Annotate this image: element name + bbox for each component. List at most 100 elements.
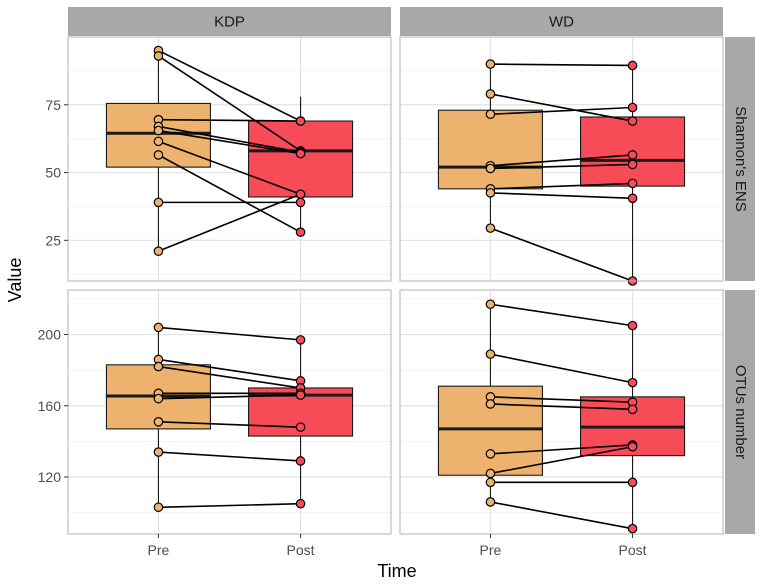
panel-kdp-otus-number bbox=[67, 289, 392, 535]
panel-kdp-shannon-s-ens-point-pre-2 bbox=[153, 51, 164, 61]
panel-wd-shannon-s-ens-box-pre bbox=[437, 109, 543, 190]
x-tick-label-kdp-pre: Pre bbox=[148, 542, 170, 558]
strip-kdp bbox=[68, 7, 391, 36]
strip-shannon-s-ens bbox=[725, 37, 755, 281]
panel-wd-otus-number-point-pre-6 bbox=[485, 468, 496, 479]
panel-kdp-shannon-s-ens-box-post bbox=[248, 120, 354, 198]
strip-label-wd: WD bbox=[549, 14, 574, 31]
panel-kdp-shannon-s-ens-point-post-5 bbox=[295, 148, 306, 159]
strip-label-otus-number: OTUs number bbox=[732, 365, 749, 459]
y-tick-label-shannon-s-ens-50: 50 bbox=[45, 165, 61, 181]
panel-kdp-shannon-s-ens-point-pre-5 bbox=[153, 125, 164, 136]
panel-wd-shannon-s-ens-pair-line-7 bbox=[490, 192, 633, 200]
y-axis-title: Value bbox=[5, 258, 25, 303]
panel-wd-shannon-s-ens-point-pre-1 bbox=[485, 59, 496, 69]
x-tick-label-wd-post: Post bbox=[619, 542, 647, 558]
panel-wd-otus-number-point-pre-8 bbox=[485, 497, 496, 507]
panel-wd-shannon-s-ens-pair-line-5 bbox=[490, 163, 633, 170]
panel-kdp-shannon-s-ens-pair-line-4 bbox=[158, 125, 301, 154]
panel-wd-otus-number-point-post-1 bbox=[627, 320, 638, 331]
panel-kdp-shannon-s-ens bbox=[67, 36, 392, 282]
y-tick-label-otus-number-120: 120 bbox=[38, 469, 62, 485]
panel-wd-shannon-s-ens-pair-line-1 bbox=[490, 63, 633, 67]
panel-wd-otus-number-point-post-8 bbox=[627, 523, 638, 534]
panel-wd-shannon-s-ens-point-post-6 bbox=[627, 178, 638, 189]
panel-wd-otus-number-point-pre-1 bbox=[485, 299, 496, 310]
panel-kdp-shannon-s-ens-pair-line-6 bbox=[158, 140, 301, 195]
panel-kdp-shannon-s-ens-pair-line-1 bbox=[158, 49, 301, 122]
panel-kdp-otus-number-pair-line-2 bbox=[158, 358, 301, 382]
panel-kdp-otus-number-pair-line-1 bbox=[158, 326, 301, 341]
panel-wd-shannon-s-ens-pair-line-4 bbox=[490, 154, 633, 167]
panel-kdp-otus-number-point-pre-5 bbox=[153, 393, 164, 404]
y-tick-label-otus-number-160: 160 bbox=[38, 398, 62, 414]
panel-wd-otus-number-pair-line-6 bbox=[490, 445, 633, 475]
panel-kdp-otus-number-point-pre-3 bbox=[153, 361, 164, 372]
panel-wd-shannon-s-ens-point-post-2 bbox=[627, 116, 638, 126]
panel-kdp-shannon-s-ens-point-post-9 bbox=[295, 189, 306, 200]
panel-wd-shannon-s-ens bbox=[399, 36, 724, 286]
panel-kdp-shannon-s-ens-point-pre-9 bbox=[153, 246, 164, 256]
panel-wd-otus-number-point-post-7 bbox=[627, 477, 638, 488]
panel-kdp-shannon-s-ens-point-post-7 bbox=[295, 227, 306, 237]
panel-wd-shannon-s-ens-border bbox=[399, 36, 724, 282]
panel-wd-otus-number-point-pre-7 bbox=[485, 477, 496, 488]
panel-kdp-otus-number-pair-line-7 bbox=[158, 451, 301, 462]
panel-kdp-otus-number-point-post-6 bbox=[295, 422, 306, 432]
panel-wd-otus-number-point-pre-4 bbox=[485, 399, 496, 409]
x-axis-title: Time bbox=[377, 561, 416, 581]
panel-wd-otus-number-border bbox=[399, 289, 724, 535]
x-tick-label-kdp-post: Post bbox=[287, 542, 315, 558]
panel-kdp-otus-number-pair-line-5 bbox=[158, 394, 301, 400]
panel-kdp-otus-number-point-pre-7 bbox=[153, 447, 164, 457]
panel-wd-shannon-s-ens-point-post-4 bbox=[627, 150, 638, 160]
panel-wd-shannon-s-ens-point-pre-7 bbox=[485, 188, 496, 198]
strip-label-shannon-s-ens: Shannon's ENS bbox=[732, 106, 749, 211]
strip-label-kdp: KDP bbox=[214, 14, 245, 31]
panel-wd-shannon-s-ens-pair-line-2 bbox=[490, 93, 633, 122]
panel-wd-shannon-s-ens-point-pre-2 bbox=[485, 89, 496, 99]
panel-wd-shannon-s-ens-point-pre-5 bbox=[485, 163, 496, 174]
panel-kdp-shannon-s-ens-point-post-8 bbox=[295, 197, 306, 208]
panel-wd-shannon-s-ens-point-post-1 bbox=[627, 60, 638, 71]
panel-wd-shannon-s-ens-pair-line-6 bbox=[490, 182, 633, 190]
panel-wd-otus-number-point-post-2 bbox=[627, 377, 638, 388]
panel-kdp-shannon-s-ens-border bbox=[67, 36, 392, 282]
panel-wd-otus-number-point-post-4 bbox=[627, 404, 638, 415]
panel-kdp-shannon-s-ens-pair-line-3 bbox=[158, 118, 301, 122]
panel-kdp-shannon-s-ens-pair-line-9 bbox=[158, 193, 301, 252]
panel-wd-otus-number-pair-line-5 bbox=[490, 444, 633, 455]
panel-kdp-shannon-s-ens-pair-line-5 bbox=[158, 129, 301, 155]
panel-kdp-otus-number-pair-line-6 bbox=[158, 420, 301, 428]
panel-kdp-otus-number-point-pre-8 bbox=[153, 502, 164, 513]
panel-kdp-shannon-s-ens-point-pre-8 bbox=[153, 197, 164, 208]
panel-wd-shannon-s-ens-point-pre-8 bbox=[485, 223, 496, 233]
panel-wd-shannon-s-ens-point-post-7 bbox=[627, 193, 638, 204]
panel-kdp-shannon-s-ens-point-pre-7 bbox=[153, 150, 164, 160]
panel-wd-otus-number-point-pre-5 bbox=[485, 449, 496, 459]
panel-wd-shannon-s-ens-pair-line-8 bbox=[490, 227, 633, 282]
panel-wd-otus-number-pair-line-1 bbox=[490, 303, 633, 327]
panel-kdp-shannon-s-ens-pair-line-2 bbox=[157, 55, 302, 152]
strip-wd bbox=[400, 7, 723, 36]
panel-kdp-otus-number-point-post-8 bbox=[295, 498, 306, 509]
panel-wd-shannon-s-ens-point-post-3 bbox=[627, 102, 638, 113]
y-tick-label-otus-number-200: 200 bbox=[38, 327, 62, 343]
panel-kdp-otus-number-point-post-7 bbox=[295, 456, 306, 466]
y-tick-label-shannon-s-ens-25: 25 bbox=[45, 232, 61, 248]
panel-wd-shannon-s-ens-point-pre-3 bbox=[485, 109, 496, 120]
panel-wd-otus-number bbox=[399, 289, 724, 535]
panel-kdp-otus-number-point-post-5 bbox=[295, 390, 306, 400]
panel-wd-otus-number-pair-line-2 bbox=[490, 353, 633, 384]
panel-kdp-shannon-s-ens-pair-line-7 bbox=[158, 154, 301, 233]
panel-kdp-otus-number-point-pre-6 bbox=[153, 416, 164, 427]
x-tick-label-wd-pre: Pre bbox=[480, 542, 502, 558]
panel-kdp-shannon-s-ens-point-pre-6 bbox=[153, 136, 164, 147]
panel-wd-otus-number-pair-line-4 bbox=[490, 403, 633, 411]
panel-kdp-otus-number-point-pre-1 bbox=[153, 322, 164, 333]
strip-otus-number bbox=[725, 290, 755, 534]
panel-kdp-otus-number-pair-line-8 bbox=[158, 502, 301, 509]
panel-wd-otus-number-point-pre-2 bbox=[485, 349, 496, 359]
